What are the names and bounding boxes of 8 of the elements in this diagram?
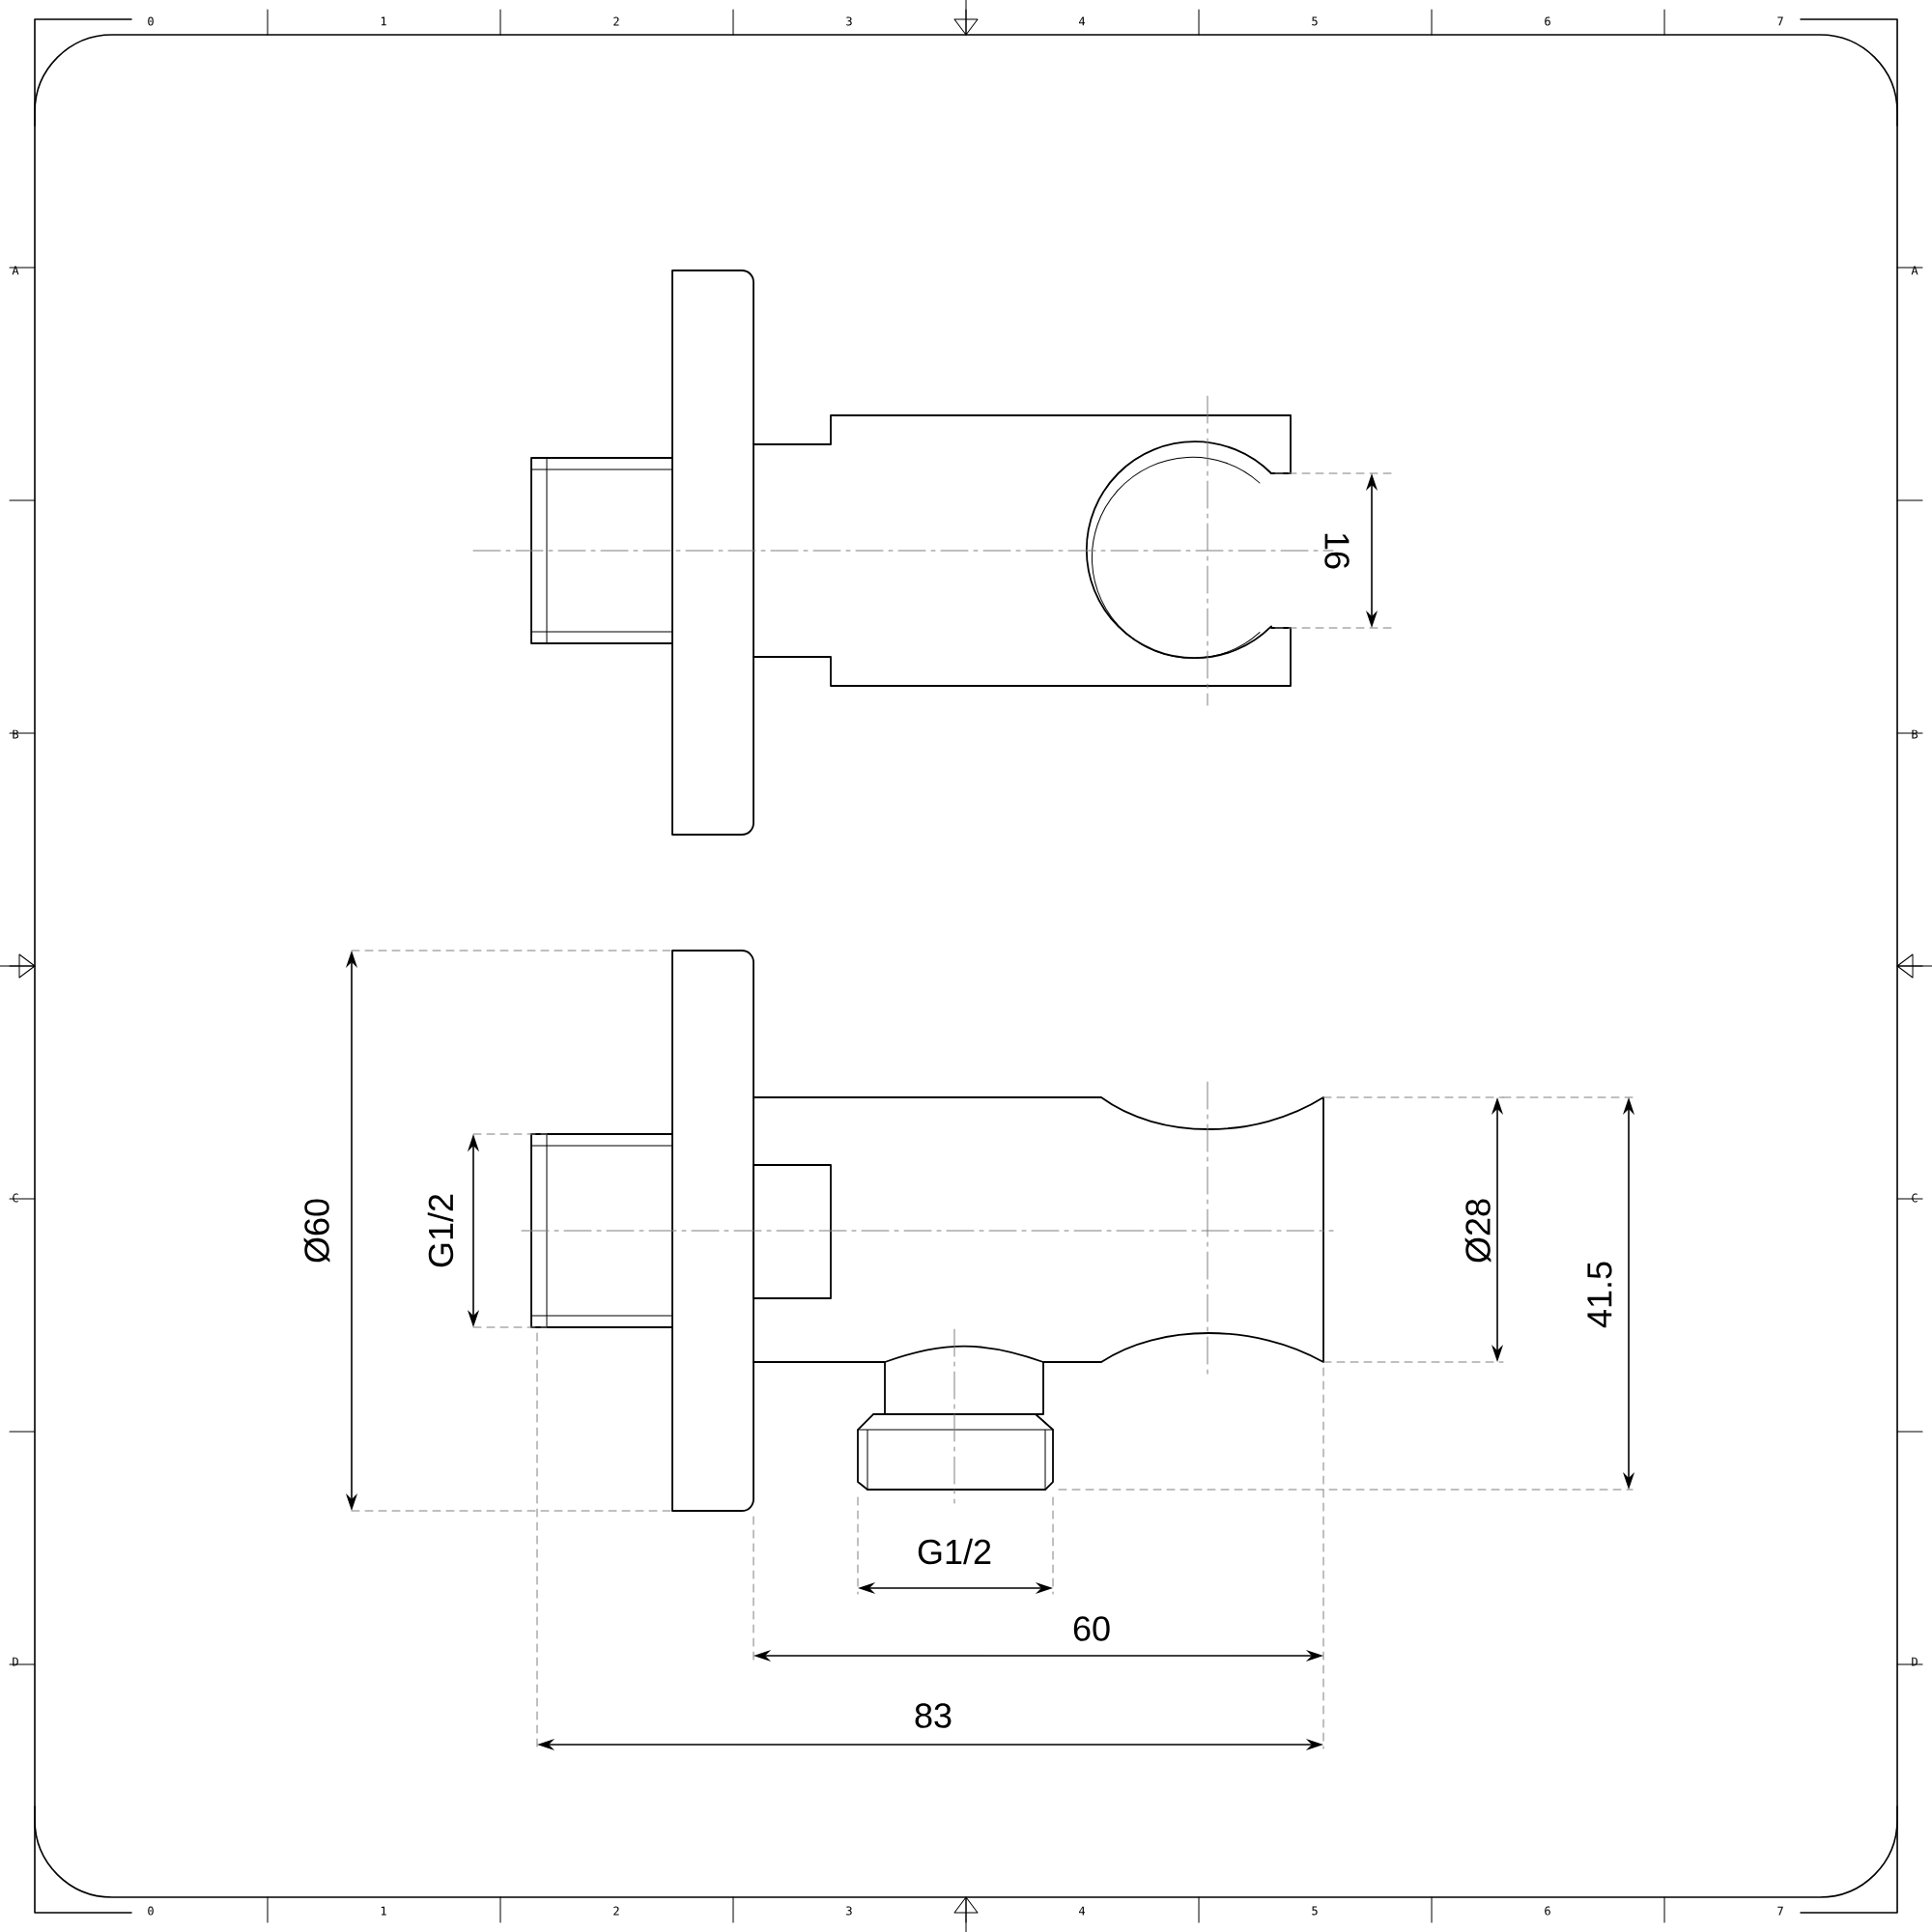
dimension-label: 60 — [1073, 1616, 1110, 1641]
dimension-label: 83 — [915, 1703, 952, 1728]
dimension-label: 16 — [1324, 533, 1350, 569]
dimension-label: 41.5 — [1587, 1262, 1612, 1328]
dimension-label: Ø28 — [1464, 1199, 1492, 1263]
dimension-label: G1/2 — [918, 1538, 991, 1565]
dimension-label: Ø60 — [303, 1199, 330, 1263]
dimension-label: G1/2 — [427, 1194, 454, 1267]
